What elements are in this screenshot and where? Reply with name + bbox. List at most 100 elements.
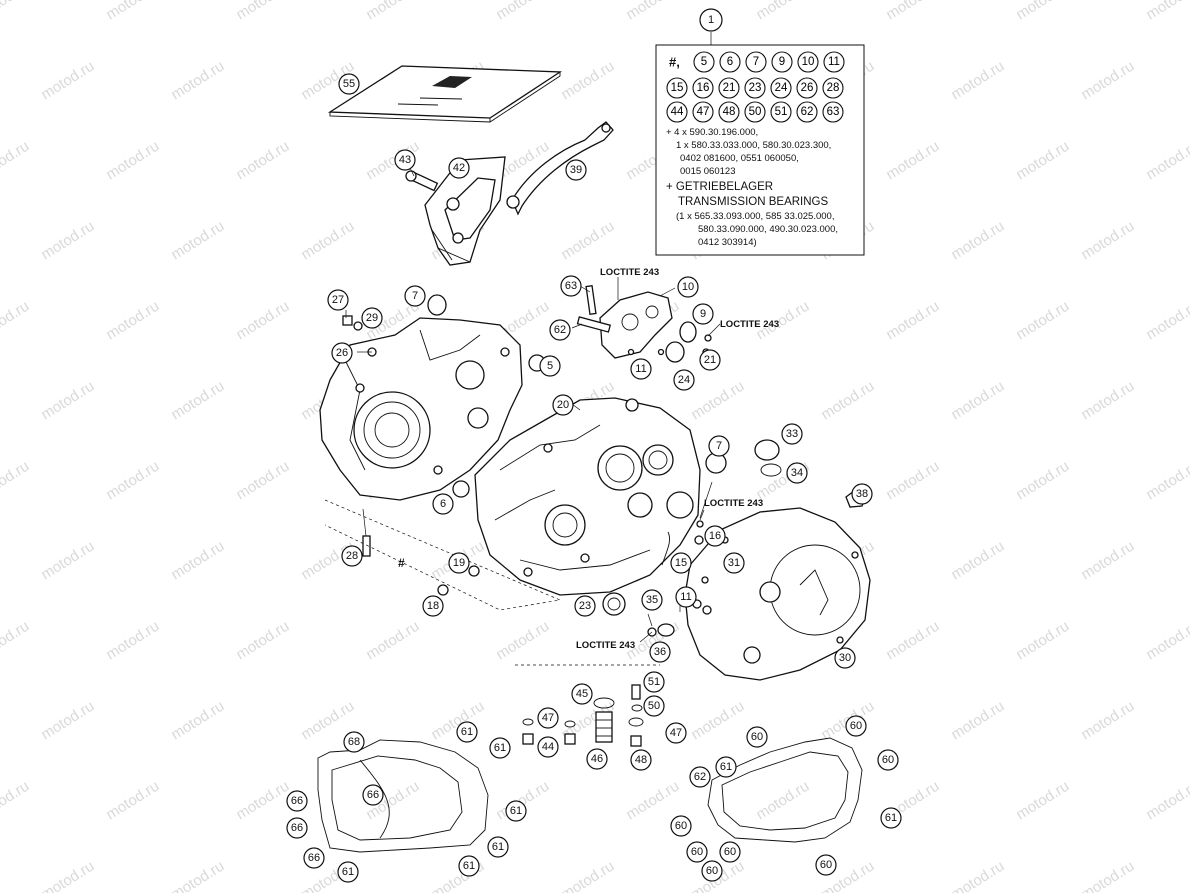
- watermark-text: motod.ru: [493, 0, 552, 23]
- callout-61: 61: [880, 807, 902, 829]
- callout-24: 24: [673, 369, 695, 391]
- kit-ref-16: 16: [692, 77, 714, 99]
- watermark-text: motod.ru: [1078, 698, 1137, 744]
- watermark-text: motod.ru: [493, 618, 552, 664]
- callout-60: 60: [877, 749, 899, 771]
- kit-ref-63: 63: [822, 101, 844, 123]
- watermark-text: motod.ru: [1078, 538, 1137, 584]
- watermark-text: motod.ru: [1143, 298, 1190, 344]
- svg-text:36: 36: [654, 646, 666, 658]
- watermark-text: motod.ru: [1013, 618, 1072, 664]
- callout-63: 63: [560, 275, 582, 297]
- callout-19: 19: [448, 552, 470, 574]
- watermark-text: motod.ru: [0, 138, 32, 184]
- callout-50: 50: [643, 695, 665, 717]
- watermark-text: motod.ru: [103, 138, 162, 184]
- svg-text:10: 10: [682, 281, 694, 293]
- kit-ref-6: 6: [719, 51, 741, 73]
- watermark-text: motod.ru: [363, 618, 422, 664]
- watermark-text: motod.ru: [103, 458, 162, 504]
- watermark-text: motod.ru: [233, 298, 292, 344]
- svg-text:50: 50: [749, 106, 762, 118]
- kit-ref-10: 10: [797, 51, 819, 73]
- callout-21: 21: [699, 349, 721, 371]
- svg-text:66: 66: [367, 789, 379, 801]
- watermark-text: motod.ru: [38, 218, 97, 264]
- svg-text:38: 38: [856, 488, 868, 500]
- kit-ref-9: 9: [771, 51, 793, 73]
- watermark-text: motod.ru: [233, 458, 292, 504]
- watermark-text: motod.ru: [103, 298, 162, 344]
- watermark-text: motod.ru: [948, 538, 1007, 584]
- watermark-text: motod.ru: [168, 218, 227, 264]
- callout-26: 26: [331, 342, 353, 364]
- kit-note-line: 0015 060123: [680, 166, 735, 177]
- watermark-text: motod.ru: [948, 58, 1007, 104]
- watermark-text: motod.ru: [168, 538, 227, 584]
- svg-text:9: 9: [700, 308, 706, 320]
- svg-text:50: 50: [648, 700, 660, 712]
- watermark-text: motod.ru: [168, 58, 227, 104]
- svg-text:10: 10: [802, 56, 815, 68]
- svg-text:60: 60: [850, 720, 862, 732]
- svg-text:9: 9: [779, 56, 785, 68]
- callout-47: 47: [665, 722, 687, 744]
- callout-7: 7: [708, 435, 730, 457]
- watermark-text: motod.ru: [753, 0, 812, 23]
- svg-text:7: 7: [412, 290, 418, 302]
- callout-34: 34: [786, 462, 808, 484]
- callout-36: 36: [649, 641, 671, 663]
- svg-text:21: 21: [704, 354, 716, 366]
- svg-text:11: 11: [680, 591, 691, 603]
- svg-text:24: 24: [678, 374, 690, 386]
- svg-text:30: 30: [839, 652, 851, 664]
- callout-61: 61: [489, 737, 511, 759]
- watermark-text: motod.ru: [1078, 218, 1137, 264]
- watermark-text: motod.ru: [38, 538, 97, 584]
- watermark-text: motod.ru: [1143, 0, 1190, 23]
- callout-66: 66: [286, 817, 308, 839]
- callout-9: 9: [692, 303, 714, 325]
- kit-note-line: 0402 081600, 0551 060050,: [680, 153, 799, 164]
- callout-38: 38: [851, 483, 873, 505]
- loctite-labels: LOCTITE 243 LOCTITE 243 LOCTITE 243 LOCT…: [576, 267, 779, 651]
- svg-text:19: 19: [453, 557, 465, 569]
- callout-60: 60: [815, 854, 837, 876]
- kit-ref-5: 5: [693, 51, 715, 73]
- watermark-text: motod.ru: [168, 698, 227, 744]
- callout-61: 61: [505, 800, 527, 822]
- bearing-line: 0412 303914): [698, 237, 757, 248]
- svg-text:23: 23: [579, 600, 591, 612]
- kit-ref-23: 23: [744, 77, 766, 99]
- svg-text:34: 34: [791, 467, 803, 479]
- svg-text:42: 42: [453, 162, 465, 174]
- bearing-bracket: [576, 284, 712, 363]
- watermark-text: motod.ru: [623, 778, 682, 824]
- svg-text:18: 18: [427, 600, 439, 612]
- svg-text:51: 51: [775, 106, 788, 118]
- kit-ref-44: 44: [666, 101, 688, 123]
- svg-text:45: 45: [576, 688, 588, 700]
- callout-29: 29: [361, 307, 383, 329]
- callout-61: 61: [456, 721, 478, 743]
- callout-45: 45: [571, 683, 593, 705]
- kit-ref-11: 11: [823, 51, 845, 73]
- watermark-text: motod.ru: [233, 0, 292, 23]
- watermark-text: motod.ru: [883, 138, 942, 184]
- kit-ref-51: 51: [770, 101, 792, 123]
- kit-note: + 4 x 590.30.196.000, 1 x 580.33.033.000…: [666, 127, 831, 177]
- watermark-text: motod.ru: [1013, 0, 1072, 23]
- watermark-text: motod.ru: [168, 378, 227, 424]
- svg-text:61: 61: [720, 761, 732, 773]
- callout-61: 61: [715, 756, 737, 778]
- kit-ref-21: 21: [718, 77, 740, 99]
- callout-16: 16: [704, 525, 726, 547]
- kit-ref-62: 62: [796, 101, 818, 123]
- watermark-text: motod.ru: [558, 858, 617, 893]
- svg-text:27: 27: [332, 294, 344, 306]
- svg-text:28: 28: [346, 550, 358, 562]
- right-crankcase: [474, 397, 701, 596]
- callout-60: 60: [845, 715, 867, 737]
